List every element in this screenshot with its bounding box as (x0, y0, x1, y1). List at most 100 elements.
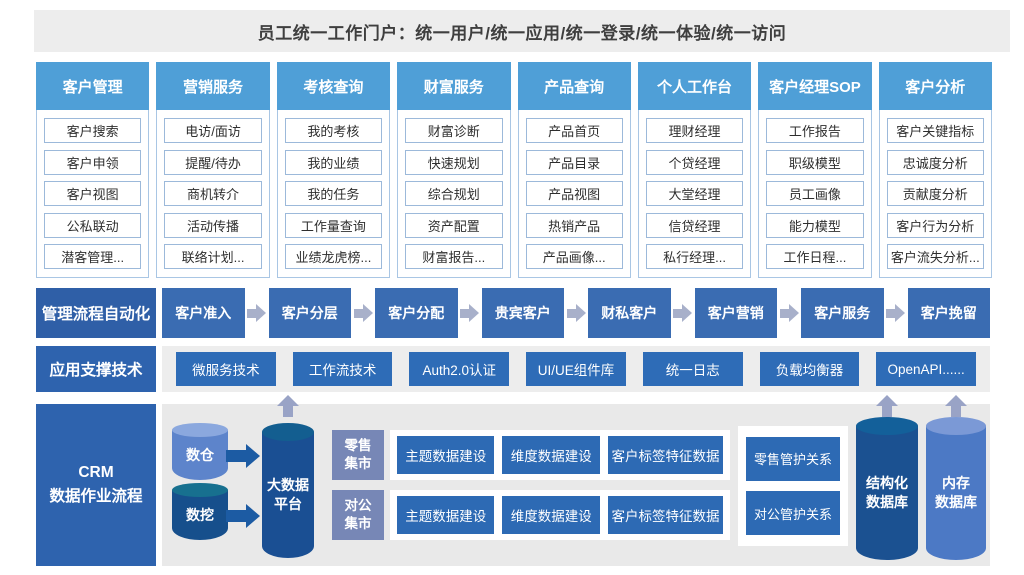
column-header: 客户管理 (36, 62, 150, 110)
portal-item: 潜客管理... (44, 244, 142, 269)
right-arrow-icon (226, 444, 260, 468)
portal-column-manager-sop: 客户经理SOP 工作报告 职级模型 员工画像 能力模型 工作日程... (758, 62, 872, 278)
relation-item: 对公管护关系 (746, 491, 840, 536)
column-body: 工作报告 职级模型 员工画像 能力模型 工作日程... (758, 110, 872, 278)
portal-item: 电访/面访 (164, 118, 262, 143)
data-mining-cylinder-icon: 数挖 (172, 483, 228, 540)
portal-item: 联络计划... (164, 244, 262, 269)
portal-column-customer-mgmt: 客户管理 客户搜索 客户申领 客户视图 公私联动 潜客管理... (36, 62, 150, 278)
right-arrow-icon (351, 288, 375, 338)
column-body: 财富诊断 快速规划 综合规划 资产配置 财富报告... (397, 110, 511, 278)
crm-data-panel: 数仓 数挖 大数据 平台 零售 集市 主题数据建设 维度数据建设 客户标签特征数… (162, 404, 990, 566)
portal-item: 财富报告... (405, 244, 503, 269)
portal-item: 职级模型 (766, 149, 864, 175)
column-header: 客户分析 (878, 62, 992, 110)
portal-item: 业绩龙虎榜... (284, 244, 383, 269)
portal-column-products: 产品查询 产品首页 产品目录 产品视图 热销产品 产品画像... (517, 62, 631, 278)
process-step: 客户服务 (801, 288, 884, 338)
mart-item: 客户标签特征数据 (607, 496, 723, 534)
tech-item: OpenAPI...... (876, 352, 977, 386)
portal-item: 产品视图 (525, 181, 623, 206)
portal-item: 客户关键指标 (886, 118, 984, 143)
process-automation-row: 管理流程自动化 客户准入 客户分层 客户分配 贵宾客户 财私客户 客户营销 客户… (36, 288, 990, 338)
portal-item: 商机转介 (164, 181, 262, 206)
portal-banner-text: 员工统一工作门户：统一用户/统一应用/统一登录/统一体验/统一访问 (257, 23, 787, 43)
portal-item: 理财经理 (645, 118, 744, 143)
mart-item: 维度数据建设 (502, 496, 600, 534)
mart-item: 客户标签特征数据 (607, 436, 723, 474)
portal-item: 工作日程... (766, 244, 864, 269)
tech-support-row: 应用支撑技术 微服务技术 工作流技术 Auth2.0认证 UI/UE组件库 统一… (36, 346, 990, 392)
right-arrow-icon (884, 288, 908, 338)
tech-item: Auth2.0认证 (409, 352, 510, 386)
mart-item: 主题数据建设 (397, 496, 495, 534)
process-step: 客户营销 (694, 288, 777, 338)
structured-db-cylinder-icon: 结构化 数据库 (856, 417, 918, 560)
portal-columns: 客户管理 客户搜索 客户申领 客户视图 公私联动 潜客管理... 营销服务 电访… (36, 62, 992, 278)
portal-item: 贡献度分析 (886, 181, 984, 206)
column-body: 产品首页 产品目录 产品视图 热销产品 产品画像... (517, 110, 631, 278)
portal-item: 信贷经理 (645, 212, 744, 238)
crm-section-label: CRM 数据作业流程 (36, 404, 156, 566)
mart-item: 主题数据建设 (397, 436, 495, 474)
up-arrow-icon (945, 395, 967, 417)
portal-item: 综合规划 (405, 181, 503, 206)
corporate-mart-strip: 主题数据建设 维度数据建设 客户标签特征数据 (390, 490, 730, 540)
portal-item: 私行经理... (645, 244, 744, 269)
portal-item: 资产配置 (405, 212, 503, 238)
column-header: 财富服务 (397, 62, 511, 110)
process-row-label: 管理流程自动化 (36, 288, 156, 338)
column-body: 电访/面访 提醒/待办 商机转介 活动传播 联络计划... (156, 110, 270, 278)
portal-item: 我的任务 (284, 181, 383, 206)
up-arrow-icon (876, 395, 898, 417)
right-arrow-icon (671, 288, 695, 338)
portal-item: 大堂经理 (645, 181, 744, 206)
process-step: 客户分配 (375, 288, 458, 338)
portal-item: 客户流失分析... (886, 244, 984, 269)
right-arrow-icon (245, 288, 269, 338)
portal-item: 快速规划 (405, 149, 503, 175)
inmemory-db-cylinder-icon: 内存 数据库 (926, 417, 986, 560)
portal-banner: 员工统一工作门户：统一用户/统一应用/统一登录/统一体验/统一访问 (34, 10, 1010, 52)
portal-item: 产品目录 (525, 149, 623, 175)
process-steps: 客户准入 客户分层 客户分配 贵宾客户 财私客户 客户营销 客户服务 客户挽留 (162, 288, 990, 338)
right-arrow-icon (458, 288, 482, 338)
process-step: 客户准入 (162, 288, 245, 338)
mart-item: 维度数据建设 (502, 436, 600, 474)
portal-column-wealth: 财富服务 财富诊断 快速规划 综合规划 资产配置 财富报告... (397, 62, 511, 278)
portal-item: 个贷经理 (645, 149, 744, 175)
data-warehouse-cylinder-icon: 数仓 (172, 423, 228, 480)
portal-item: 客户行为分析 (886, 212, 984, 238)
portal-item: 提醒/待办 (164, 149, 262, 175)
portal-item: 工作报告 (766, 118, 864, 143)
portal-item: 忠诚度分析 (886, 149, 984, 175)
tech-item: 负载均衡器 (759, 352, 860, 386)
portal-column-workbench: 个人工作台 理财经理 个贷经理 大堂经理 信贷经理 私行经理... (637, 62, 752, 278)
right-arrow-icon (777, 288, 801, 338)
portal-item: 财富诊断 (405, 118, 503, 143)
crm-data-flow-section: CRM 数据作业流程 数仓 数挖 大数据 平台 零售 集市 主题数据建设 维度 (36, 404, 990, 566)
tech-strip: 微服务技术 工作流技术 Auth2.0认证 UI/UE组件库 统一日志 负载均衡… (162, 346, 990, 392)
portal-column-analysis: 客户分析 客户关键指标 忠诚度分析 贡献度分析 客户行为分析 客户流失分析... (878, 62, 992, 278)
portal-item: 客户搜索 (44, 118, 142, 143)
portal-item: 我的考核 (284, 118, 383, 143)
column-header: 考核查询 (276, 62, 391, 110)
portal-column-assessment: 考核查询 我的考核 我的业绩 我的任务 工作量查询 业绩龙虎榜... (276, 62, 391, 278)
portal-column-marketing: 营销服务 电访/面访 提醒/待办 商机转介 活动传播 联络计划... (156, 62, 270, 278)
relation-item: 零售管护关系 (746, 436, 840, 481)
right-arrow-icon (564, 288, 588, 338)
portal-item: 工作量查询 (284, 212, 383, 238)
process-step: 贵宾客户 (481, 288, 564, 338)
portal-item: 产品首页 (525, 118, 623, 143)
retail-mart-strip: 主题数据建设 维度数据建设 客户标签特征数据 (390, 430, 730, 480)
portal-item: 能力模型 (766, 212, 864, 238)
process-step: 客户挽留 (907, 288, 990, 338)
column-body: 客户关键指标 忠诚度分析 贡献度分析 客户行为分析 客户流失分析... (878, 110, 992, 278)
column-header: 个人工作台 (637, 62, 752, 110)
up-arrow-icon (277, 395, 299, 417)
tech-item: 工作流技术 (292, 352, 393, 386)
column-header: 营销服务 (156, 62, 270, 110)
retail-mart-label: 零售 集市 (332, 430, 384, 480)
column-header: 产品查询 (517, 62, 631, 110)
